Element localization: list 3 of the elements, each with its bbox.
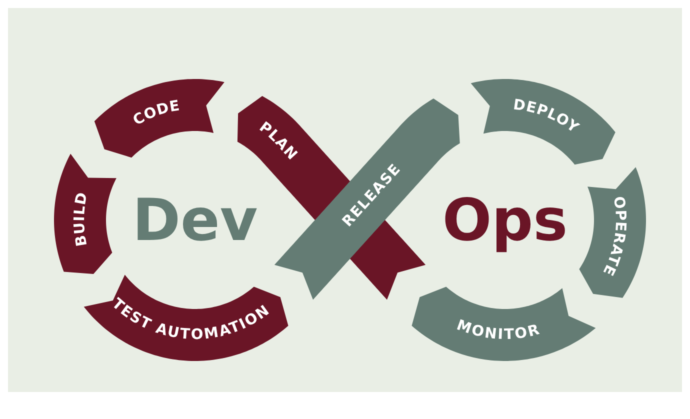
heading-label: Dev (132, 191, 258, 249)
segment-label: CODE (130, 98, 182, 129)
segment-label: MONITOR (454, 317, 542, 344)
